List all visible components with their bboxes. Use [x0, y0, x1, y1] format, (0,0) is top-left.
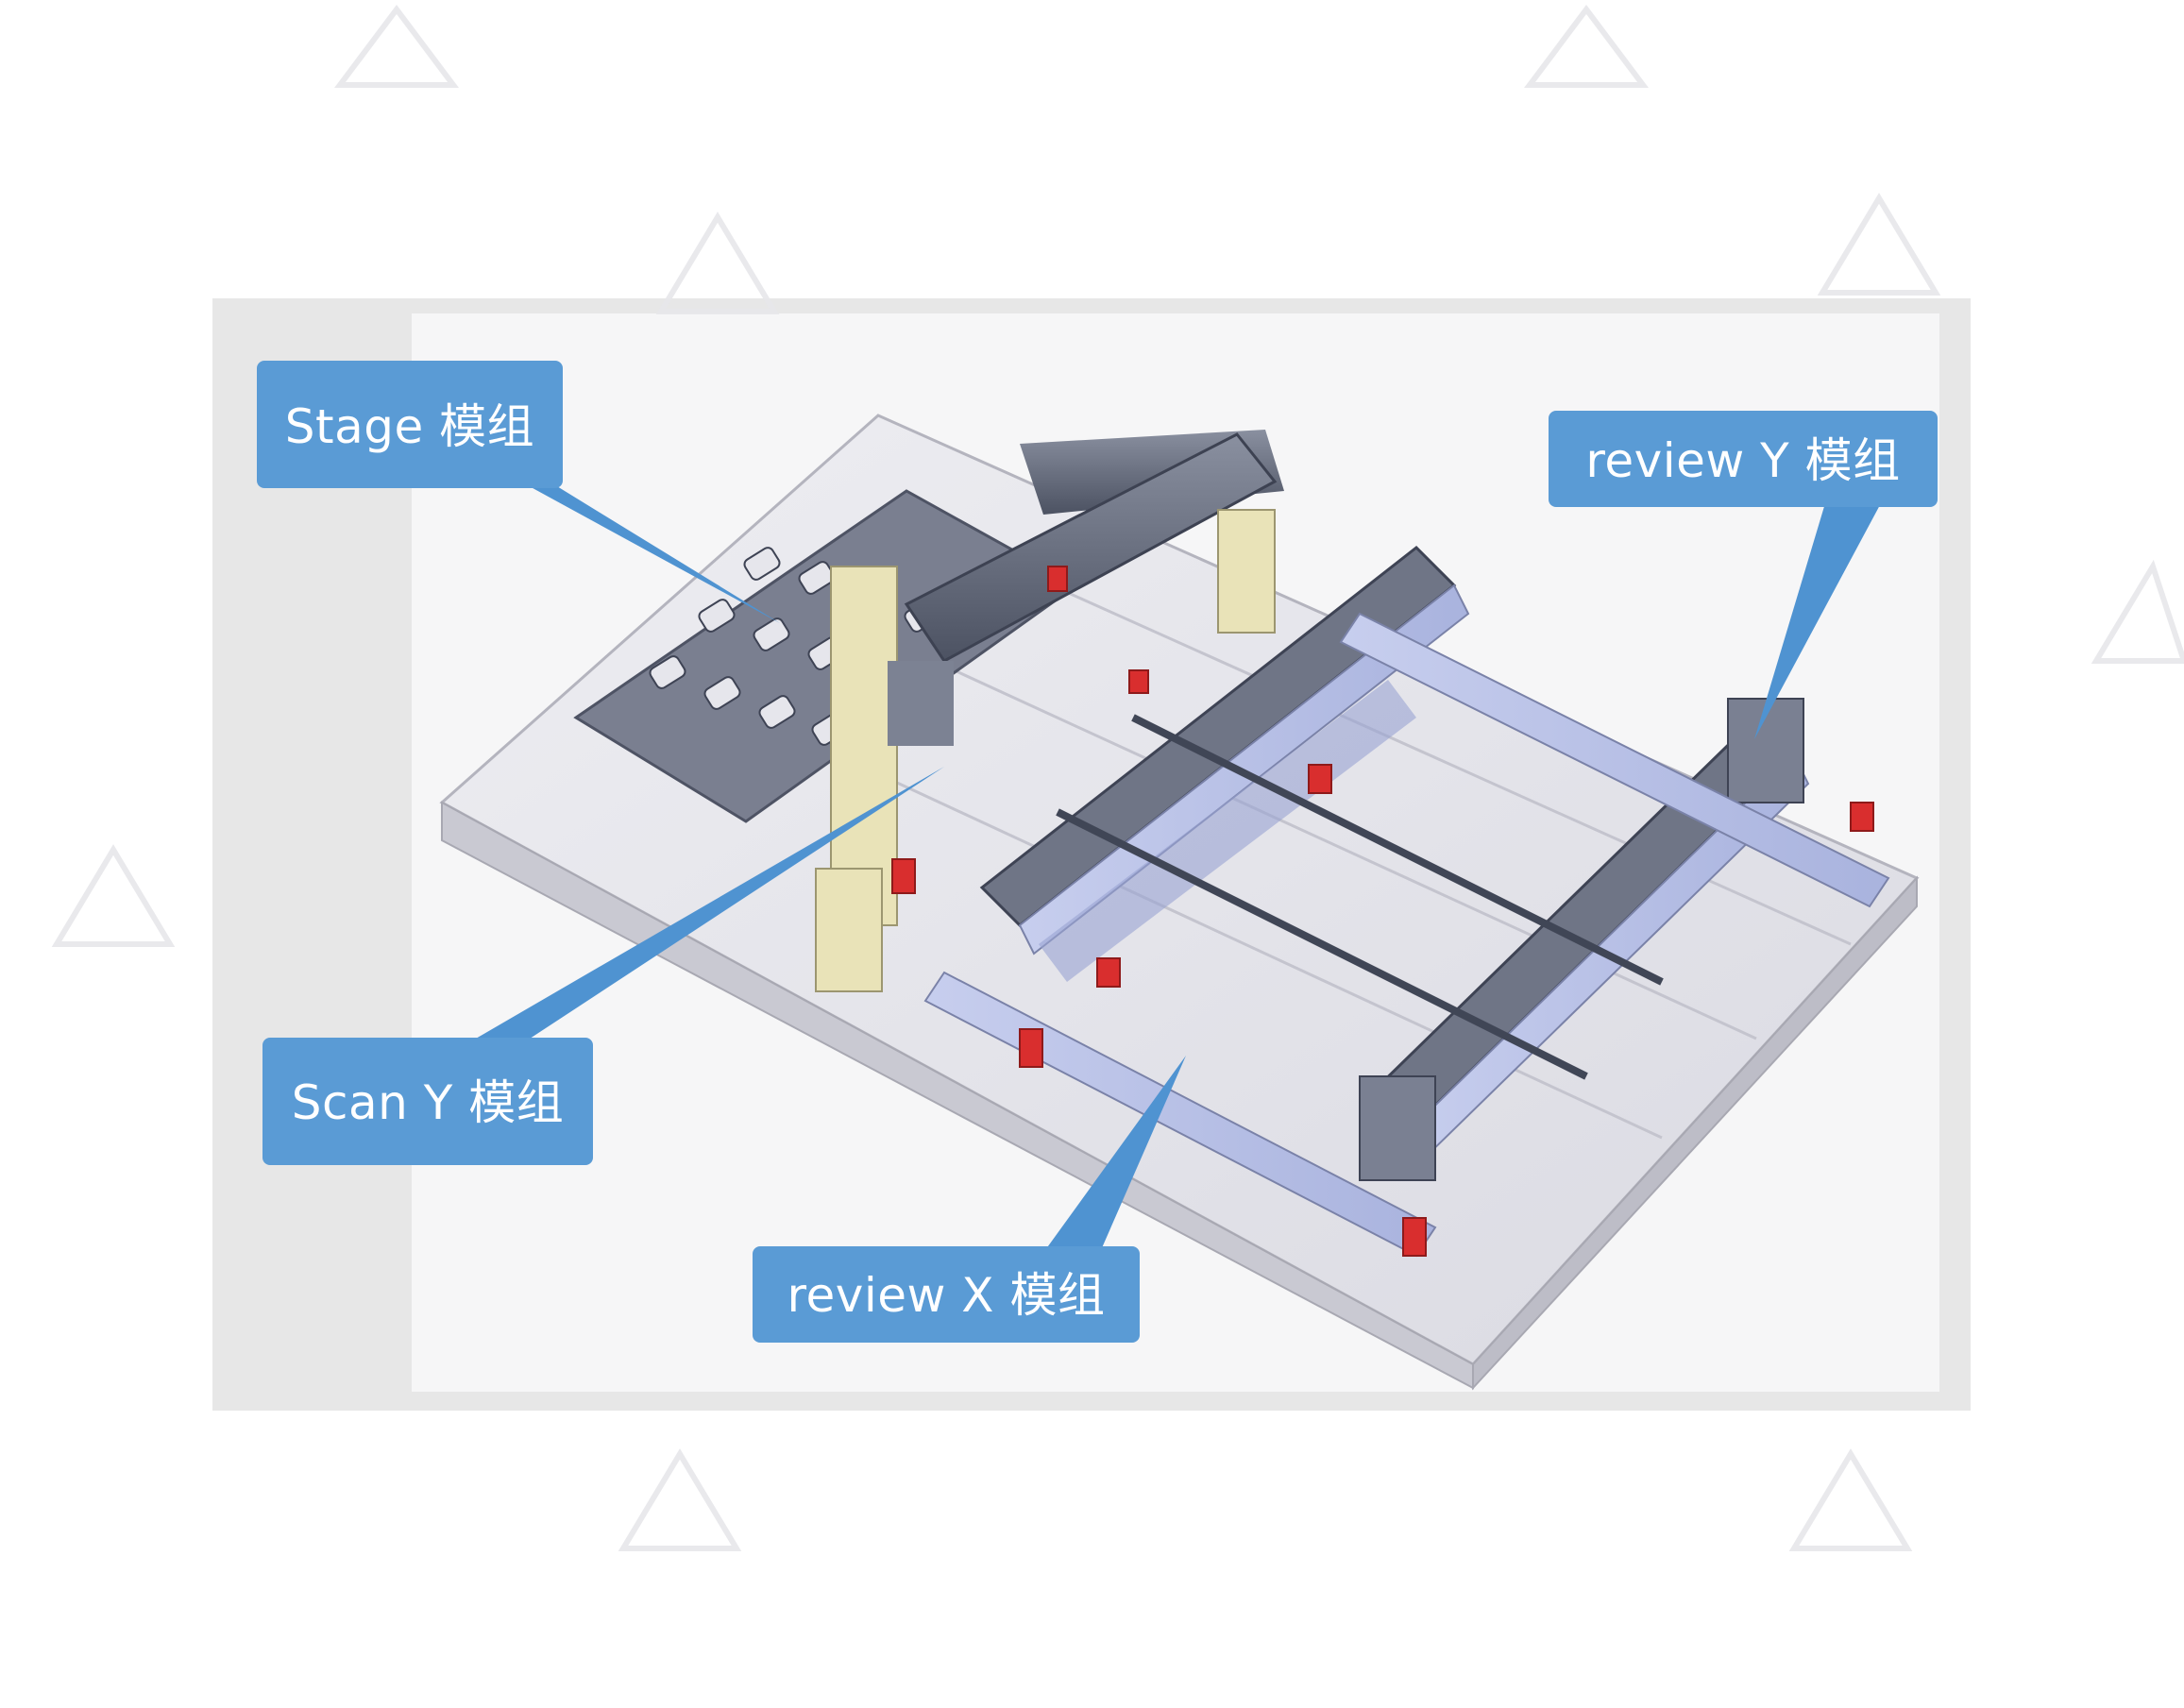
- callout-review-y-label: review Y 模组: [1585, 433, 1901, 488]
- review-x-rails: [923, 612, 1890, 1258]
- stage-gantry: [815, 430, 1284, 992]
- callout-scan-y-label: Scan Y 模组: [291, 1075, 565, 1130]
- callout-review-x-label: review X 模组: [787, 1268, 1106, 1323]
- callout-stage: [257, 361, 780, 623]
- callout-review-y: [1549, 411, 1938, 739]
- callout-review-x: [753, 1056, 1186, 1343]
- callout-stage-label: Stage 模组: [284, 399, 535, 454]
- watermark-logos: [51, 4, 2184, 1551]
- red-actuators: [891, 566, 1874, 1257]
- callout-scan-y: [262, 767, 944, 1165]
